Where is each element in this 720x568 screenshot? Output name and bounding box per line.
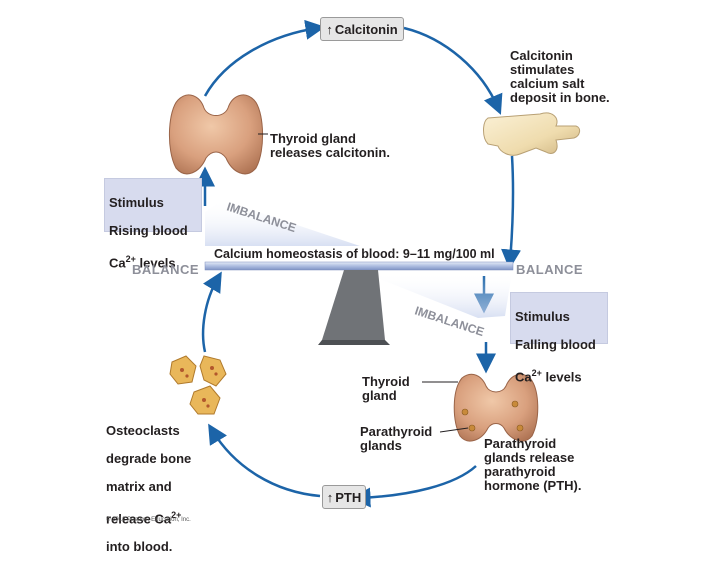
calcitonin-label: Calcitonin	[334, 21, 398, 37]
stimulus-rising-line1: Stimulus	[109, 195, 164, 210]
calcium-homeostasis-diagram: IMBALANCE IMBALANCE Calcium homeostasis …	[168, 19, 581, 508]
imbalance-left-wedge	[205, 200, 360, 246]
thyroid-gland-illustration-top	[168, 94, 268, 175]
balance-label-right: BALANCE	[516, 262, 584, 277]
balance-label-left: BALANCE	[132, 262, 200, 277]
arrow-osteoclasts-to-balance	[201, 271, 222, 353]
stimulus-falling-line2: Falling blood	[515, 337, 596, 352]
imbalance-right-wedge	[362, 272, 512, 318]
stimulus-falling-line1: Stimulus	[515, 309, 570, 324]
stimulus-rising-line3: Ca2+ levels	[109, 254, 176, 271]
pth-up-arrow-icon: ↑	[326, 489, 334, 505]
stimulus-falling-box: Stimulus Falling blood Ca2+ levels	[510, 292, 608, 384]
arrow-bone-to-balance	[501, 155, 521, 270]
copyright-notice: © 2012 Pearson Education, Inc.	[106, 517, 191, 523]
seesaw	[204, 200, 514, 345]
stimulus-falling-line3: Ca2+ levels	[515, 368, 582, 385]
arrow-pth-to-osteoclasts	[208, 423, 321, 498]
seesaw-fulcrum	[322, 270, 385, 340]
arrow-thyroid-to-calcitonin	[203, 19, 326, 97]
osteoclasts-label: Osteoclasts degrade bone matrix and rele…	[106, 423, 192, 555]
fulcrum-shadow	[318, 340, 390, 345]
stimulus-rising-line2: Rising blood	[109, 223, 188, 238]
pth-release-label: Parathyroid glands release parathyroid h…	[484, 436, 582, 493]
calcitonin-up-arrow-icon: ↑	[326, 21, 333, 37]
balance-beam	[204, 261, 514, 271]
osteoclasts-illustration	[169, 355, 227, 415]
calcitonin-effect-label: Calcitonin stimulates calcium salt depos…	[510, 48, 610, 105]
parathyroid-illustration	[422, 373, 539, 442]
thyroid-releases-label: Thyroid gland releases calcitonin.	[270, 131, 390, 160]
bone-vertebra-illustration	[483, 112, 581, 156]
pth-label: PTH	[335, 489, 362, 505]
homeostasis-label: Calcium homeostasis of blood: 9–11 mg/10…	[214, 247, 495, 261]
pth-box: ↑ PTH	[322, 485, 366, 509]
calcitonin-box: ↑ Calcitonin	[320, 17, 404, 41]
parathyroid-glands-label: Parathyroid glands	[360, 424, 433, 453]
arrow-parathyroid-to-pth	[350, 465, 477, 508]
stimulus-rising-box: Stimulus Rising blood Ca2+ levels	[104, 178, 202, 270]
arrow-calcitonin-to-bone	[403, 26, 503, 115]
thyroid-gland-label: Thyroid gland	[362, 374, 410, 403]
